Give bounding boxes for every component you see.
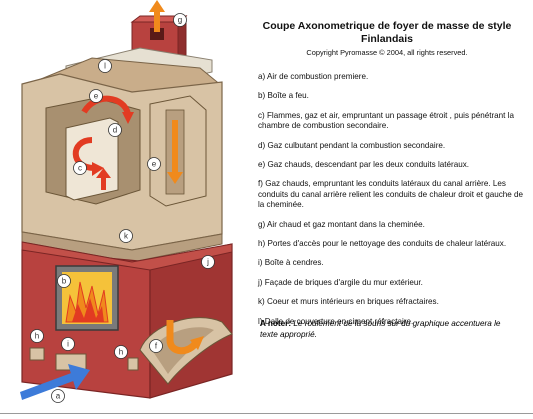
legend-item-j[interactable]: j) Façade de briques d'argile du mur ext… — [258, 277, 423, 287]
fire-flames-core — [72, 298, 104, 322]
svg-text:e: e — [152, 160, 157, 169]
svg-text:g: g — [178, 16, 182, 25]
label-c[interactable]: c — [73, 161, 87, 175]
gas-loop-arrow[interactable] — [72, 137, 95, 171]
legend-list: a) Air de combustion premiere. b) Boîte … — [258, 72, 526, 327]
label-h-left[interactable]: h — [30, 329, 44, 343]
legend-item-h[interactable]: h) Portes d'accès pour le nettoyage des … — [258, 239, 507, 249]
note-text: Le roulement de la souris sur du graphiq… — [260, 319, 501, 339]
svg-text:j: j — [206, 258, 209, 267]
legend-item-d[interactable]: d) Gaz culbutant pendant la combustion s… — [258, 140, 446, 150]
label-e-left[interactable]: e — [89, 89, 103, 103]
label-h-right[interactable]: h — [114, 345, 128, 359]
legend-item-i[interactable]: i) Boîte à cendres. — [258, 258, 324, 268]
rear-channel-gas-arrow-head — [190, 336, 204, 350]
tumbling-gas-arrow-head — [122, 112, 134, 124]
hot-air-arrow-up[interactable] — [149, 0, 165, 32]
rising-flame-arrow[interactable] — [96, 168, 111, 190]
rear-channel-gas-arrow[interactable] — [166, 320, 200, 355]
svg-text:c: c — [78, 164, 82, 173]
label-b[interactable]: b — [57, 274, 71, 288]
access-door-right[interactable] — [127, 357, 139, 371]
label-g[interactable]: g — [173, 13, 187, 27]
tumbling-gas-arrow[interactable] — [81, 95, 131, 116]
legend-item-a[interactable]: a) Air de combustion premiere. — [258, 72, 369, 81]
label-f[interactable]: f — [149, 339, 163, 353]
label-a[interactable]: a — [51, 389, 65, 403]
svg-text:d: d — [113, 126, 117, 135]
copyright-notice: Copyright Pyromasse © 2004, all rights r… — [306, 48, 468, 57]
access-door-left[interactable] — [29, 347, 45, 361]
legend-item-f[interactable]: f) Gaz chauds, empruntant les conduits l… — [258, 179, 524, 210]
chimney-flue — [150, 28, 164, 40]
legend-item-e[interactable]: e) Gaz chauds, descendant par les deux c… — [258, 160, 470, 170]
note-label: A noter: — [260, 319, 292, 328]
masonry-heater-diagram[interactable]: g l e d c e k j b h i f h a — [0, 0, 245, 419]
legend-item-l[interactable]: l) Dalle de couverture en ciment réfract… — [258, 316, 414, 326]
svg-text:f: f — [155, 342, 158, 351]
combustion-air-arrow[interactable] — [20, 364, 90, 400]
legend-item-g[interactable]: g) Air chaud et gaz montant dans la chem… — [258, 219, 425, 229]
note-block: A noter: Le roulement de la souris sur d… — [260, 318, 510, 340]
svg-text:i: i — [67, 340, 69, 349]
brick-facade-top-lip — [21, 241, 233, 271]
gas-loop-arrow-head — [92, 162, 104, 176]
label-d[interactable]: d — [108, 123, 122, 137]
legend-panel: Coupe Axonometrique de foyer de masse de… — [246, 20, 528, 336]
bottom-divider — [0, 413, 533, 414]
svg-text:h: h — [119, 348, 123, 357]
legend-item-c[interactable]: c) Flammes, gaz et air, empruntant un pa… — [258, 110, 514, 131]
svg-text:h: h — [35, 332, 39, 341]
svg-text:e: e — [94, 92, 99, 101]
svg-text:l: l — [104, 62, 106, 71]
label-j[interactable]: j — [201, 255, 215, 269]
legend-item-b[interactable]: b) Boîte a feu. — [258, 91, 309, 101]
label-e-right[interactable]: e — [147, 157, 161, 171]
svg-text:b: b — [62, 277, 67, 286]
label-i[interactable]: i — [61, 337, 75, 351]
legend-item-k[interactable]: k) Coeur et murs intérieurs en briques r… — [258, 297, 439, 307]
descending-gas-arrow[interactable] — [167, 120, 183, 184]
svg-text:k: k — [124, 232, 129, 241]
label-l[interactable]: l — [98, 59, 112, 73]
label-k[interactable]: k — [119, 229, 133, 243]
page-title: Coupe Axonometrique de foyer de masse de… — [262, 20, 512, 45]
svg-text:a: a — [56, 392, 61, 401]
